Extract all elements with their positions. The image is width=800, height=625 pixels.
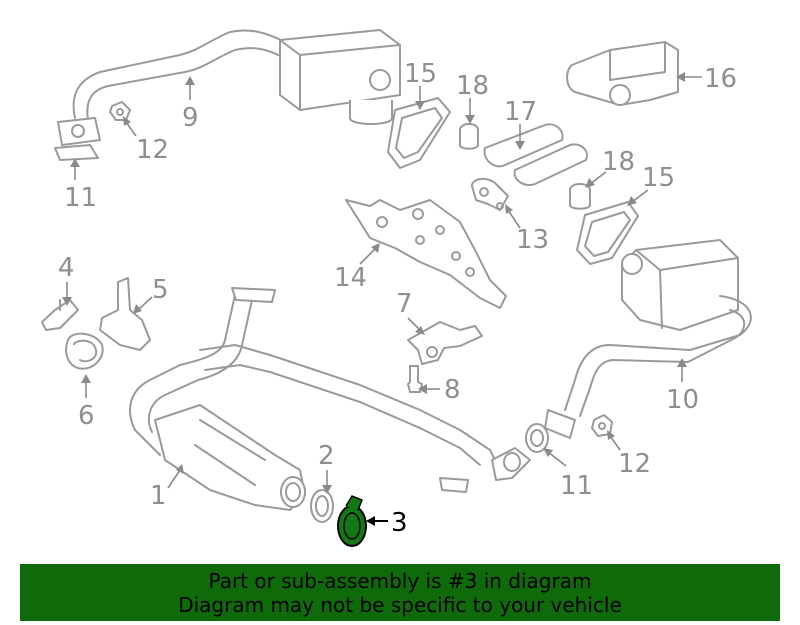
callout-16: 16 xyxy=(704,64,737,94)
callout-18-right: 18 xyxy=(602,147,635,177)
part-muffler-top xyxy=(279,29,401,125)
part-9-intermediate-pipe xyxy=(57,29,286,146)
part-18-clamp-top xyxy=(459,123,479,150)
callout-15-right: 15 xyxy=(642,163,675,193)
part-11-gasket-top xyxy=(54,144,99,161)
part-8-bolt xyxy=(407,365,423,393)
callout-leaders xyxy=(62,72,702,526)
part-4-bracket xyxy=(41,299,79,331)
callout-1: 1 xyxy=(150,481,167,511)
callout-3: 3 xyxy=(391,508,408,538)
callout-5: 5 xyxy=(152,275,169,305)
part-14-heat-shield xyxy=(345,199,507,309)
callout-12-right: 12 xyxy=(618,449,651,479)
part-5-bracket xyxy=(99,277,151,351)
callout-6: 6 xyxy=(78,401,95,431)
part-13-hanger xyxy=(471,178,509,211)
callout-17: 17 xyxy=(504,97,537,127)
banner-line-disclaimer: Diagram may not be specific to your vehi… xyxy=(178,592,622,617)
callout-11-right: 11 xyxy=(560,471,593,501)
callout-9: 9 xyxy=(182,103,199,133)
callout-2: 2 xyxy=(318,441,335,471)
part-rear-muffler-right xyxy=(621,239,739,331)
banner-line-part: Part or sub-assembly is #3 in diagram xyxy=(208,568,592,593)
part-15-tip-trim-right xyxy=(576,201,639,265)
callout-12-top: 12 xyxy=(136,135,169,165)
part-7-bracket xyxy=(407,321,483,365)
callout-labels: 1 2 3 4 5 6 7 8 9 10 11 11 12 12 13 14 1… xyxy=(58,59,737,538)
callout-15-top: 15 xyxy=(404,59,437,89)
callout-11-top: 11 xyxy=(64,183,97,213)
part-3-clamp-highlighted[interactable] xyxy=(337,495,367,547)
part-11-gasket-right xyxy=(525,423,549,453)
callout-14: 14 xyxy=(334,263,367,293)
part-6-clamp xyxy=(65,332,104,370)
callout-13: 13 xyxy=(516,225,549,255)
part-18-clamp-right xyxy=(569,183,591,210)
callout-18-top: 18 xyxy=(456,71,489,101)
part-10-rear-pipe xyxy=(544,295,752,439)
callout-7: 7 xyxy=(396,289,413,319)
part-12-nut-top xyxy=(109,101,131,121)
exhaust-system-diagram: 1 2 3 4 5 6 7 8 9 10 11 11 12 12 13 14 1… xyxy=(41,29,752,547)
part-1-front-pipe-catalytic-converter xyxy=(129,287,531,511)
part-15-tip-trim-top xyxy=(387,97,451,169)
callout-8: 8 xyxy=(444,375,461,405)
callout-10: 10 xyxy=(666,385,699,415)
part-2-gasket xyxy=(310,489,334,523)
callout-4: 4 xyxy=(58,253,75,283)
notice-banner: Part or sub-assembly is #3 in diagram Di… xyxy=(20,564,780,621)
part-17-exhaust-tips xyxy=(483,123,588,186)
part-16-rear-tip xyxy=(566,41,679,106)
